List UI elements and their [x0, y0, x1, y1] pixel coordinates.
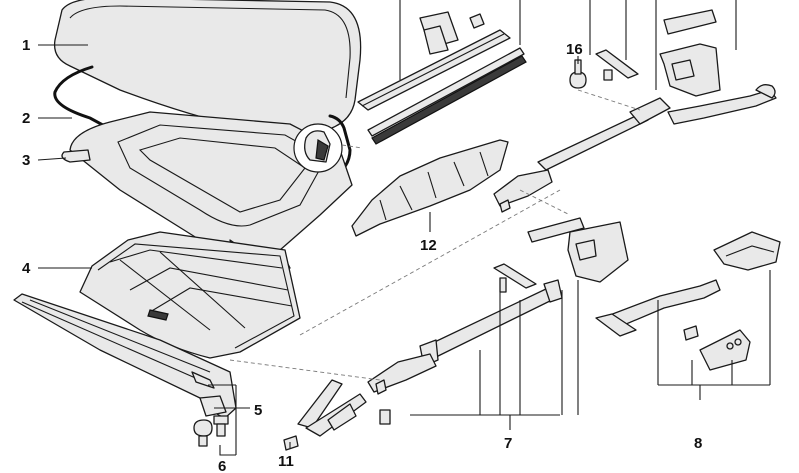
callout-6: 6	[218, 458, 226, 473]
callout-8: 8	[694, 435, 702, 452]
callout-11: 11	[278, 453, 294, 470]
callout-5: 5	[254, 402, 262, 419]
detail-inset[interactable]	[293, 123, 363, 173]
callout-2: 2	[22, 110, 30, 127]
callout-3: 3	[22, 152, 30, 169]
right-drive-arm[interactable]	[595, 279, 721, 337]
alignment-lines	[229, 89, 641, 381]
callout-4: 4	[22, 260, 31, 277]
upper-drive-cable[interactable]	[537, 84, 777, 171]
lift-lever[interactable]	[283, 379, 391, 451]
sunshade-panel[interactable]	[79, 231, 301, 359]
lower-small-pin[interactable]	[493, 263, 537, 293]
bolt-set[interactable]	[193, 415, 229, 447]
wind-deflector-bracket[interactable]	[419, 11, 485, 55]
screw-16[interactable]	[569, 59, 587, 89]
right-bracket-top[interactable]	[713, 231, 781, 271]
upper-motor-bracket[interactable]	[659, 9, 721, 97]
lower-drive-tube[interactable]	[419, 279, 563, 367]
wind-deflector[interactable]	[351, 139, 509, 237]
lower-bracket-set[interactable]	[527, 217, 629, 283]
callout-7: 7	[504, 435, 512, 452]
callout-12: 12	[420, 237, 437, 254]
glass-panel[interactable]	[53, 0, 362, 135]
upper-slide[interactable]	[493, 169, 553, 213]
lower-slide[interactable]	[367, 353, 437, 395]
callout-16: 16	[566, 41, 583, 58]
callout-1: 1	[22, 37, 30, 54]
guide-rail-upper[interactable]	[357, 29, 527, 145]
small-bracket[interactable]	[595, 49, 639, 81]
leader-lines	[37, 0, 771, 456]
right-mount-plate[interactable]	[683, 325, 751, 371]
guide-rail-left[interactable]	[13, 293, 237, 419]
